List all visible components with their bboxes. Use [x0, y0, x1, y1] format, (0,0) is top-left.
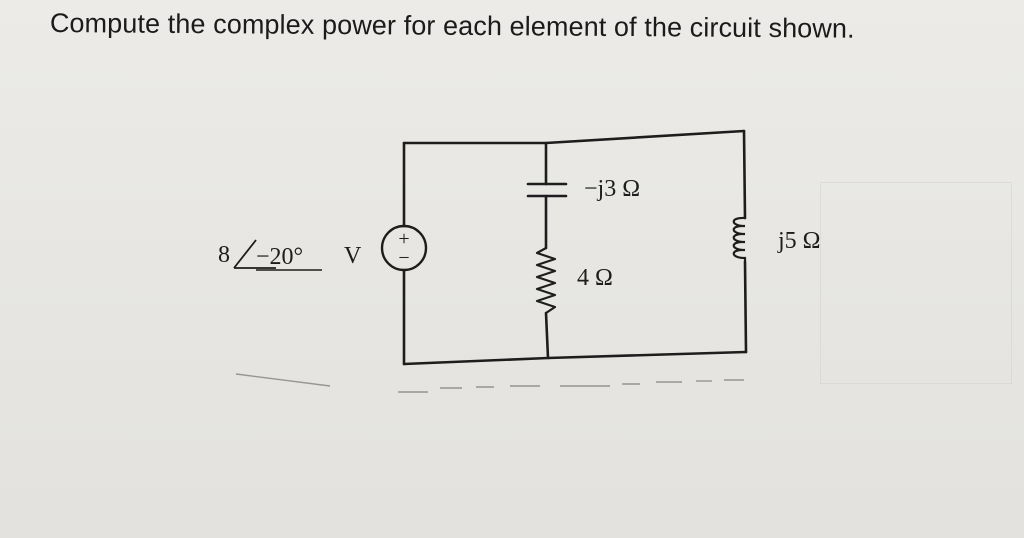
bottom-wire: [402, 350, 748, 366]
inductor: [732, 216, 747, 262]
right-branch-wire-bottom: [743, 260, 748, 354]
resistor-label: 4 Ω: [577, 265, 613, 291]
middle-branch-wire-bottom: [544, 311, 550, 360]
faint-dashed-line: [235, 373, 744, 393]
source-circle: [380, 224, 428, 272]
source-magnitude: 8: [218, 242, 230, 268]
resistor: [535, 247, 557, 314]
voltage-source: + −: [380, 224, 428, 272]
capacitor-label: −j3 Ω: [584, 176, 640, 202]
right-branch-wire-top: [742, 129, 747, 220]
bleed-through-table: [820, 182, 1012, 384]
source-angle: −20°: [256, 244, 303, 270]
angle-symbol: [233, 239, 276, 269]
capacitor: [526, 182, 568, 198]
source-unit: V: [344, 243, 362, 269]
source-minus-sign: −: [398, 247, 409, 269]
source-label: 8 −20° V: [218, 239, 362, 271]
source-plus-sign: +: [398, 228, 409, 250]
circuit-wires: [402, 129, 748, 366]
inductor-label: j5 Ω: [777, 228, 821, 254]
top-wire: [402, 129, 746, 145]
